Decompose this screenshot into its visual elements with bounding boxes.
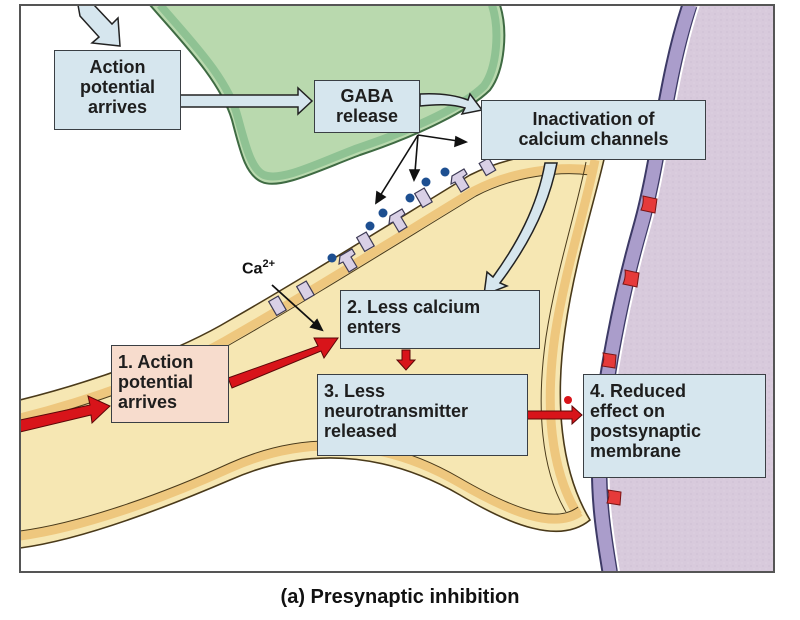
inactivated-channel [388, 208, 408, 233]
signal-arrow-incoming [20, 395, 111, 433]
arrow-gaba-to-inactivation [419, 92, 484, 116]
inactivated-channel [478, 157, 497, 177]
ion-symbol: Ca [242, 260, 263, 278]
box-line: arrives [118, 392, 178, 412]
inactivated-channel [450, 168, 470, 193]
signal-arrow-step2-to-step3 [395, 349, 417, 371]
calcium-channel [267, 295, 288, 317]
box-step2-less-calcium: 2. Less calcium enters [340, 290, 540, 349]
gaba-molecule [327, 253, 337, 263]
figure-frame [19, 4, 775, 573]
inactivated-channel [413, 187, 434, 209]
box-line: 4. Reduced [590, 381, 687, 401]
box-line: membrane [590, 441, 682, 461]
box-line: potential [80, 77, 155, 97]
box-line: calcium channels [518, 129, 669, 149]
gaba-molecule [378, 208, 388, 218]
box-line: GABA [340, 86, 394, 106]
box-line: neurotransmitter [324, 401, 469, 421]
box-line: release [335, 106, 399, 126]
signal-arrow-step3-to-step4 [525, 404, 583, 426]
gaba-molecules [327, 167, 450, 263]
inactivated-channel [338, 248, 358, 273]
box-line: released [324, 421, 398, 441]
incoming-arrow [77, 5, 121, 47]
box-line: enters [347, 317, 402, 337]
box-step3-less-neurotransmitter: 3. Less neurotransmitter released [317, 374, 528, 456]
ion-charge: 2+ [262, 258, 275, 270]
inactivated-channel [355, 231, 376, 253]
box-line: potential [118, 372, 193, 392]
box-line: Inactivation of [532, 109, 655, 129]
box-action-potential-top: Action potential arrives [54, 50, 181, 130]
box-line: 1. Action [118, 352, 194, 372]
box-step4-reduced-effect: 4. Reduced effect on postsynaptic membra… [583, 374, 766, 478]
receptor [622, 269, 640, 288]
gaba-molecule [365, 221, 375, 231]
gaba-molecule [440, 167, 450, 177]
receptor [606, 489, 622, 506]
figure-caption: (a) Presynaptic inhibition [280, 586, 520, 608]
neurotransmitter-molecule [564, 396, 572, 404]
box-line: postsynaptic [590, 421, 702, 441]
box-step1-action-potential: 1. Action potential arrives [111, 345, 229, 423]
box-gaba-release: GABA release [314, 80, 420, 133]
receptor [601, 352, 617, 369]
box-line: 2. Less calcium [347, 297, 481, 317]
box-inactivation: Inactivation of calcium channels [481, 100, 706, 160]
gaba-molecule [421, 177, 431, 187]
box-line: effect on [590, 401, 666, 421]
postsynaptic-receptors [601, 195, 658, 506]
gaba-diffusion-arrows [375, 134, 469, 205]
calcium-channels [267, 157, 497, 317]
calcium-channel [295, 280, 316, 302]
calcium-influx-arrow [271, 284, 324, 332]
box-line: arrives [87, 97, 148, 117]
receptor [640, 195, 658, 214]
arrow-ap-to-gaba [179, 86, 314, 116]
box-line: Action [89, 57, 146, 77]
signal-arrow-step1-to-step2 [227, 337, 339, 389]
calcium-ion-label: Ca2+ [242, 258, 275, 278]
gaba-molecule [405, 193, 415, 203]
box-line: 3. Less [324, 381, 386, 401]
